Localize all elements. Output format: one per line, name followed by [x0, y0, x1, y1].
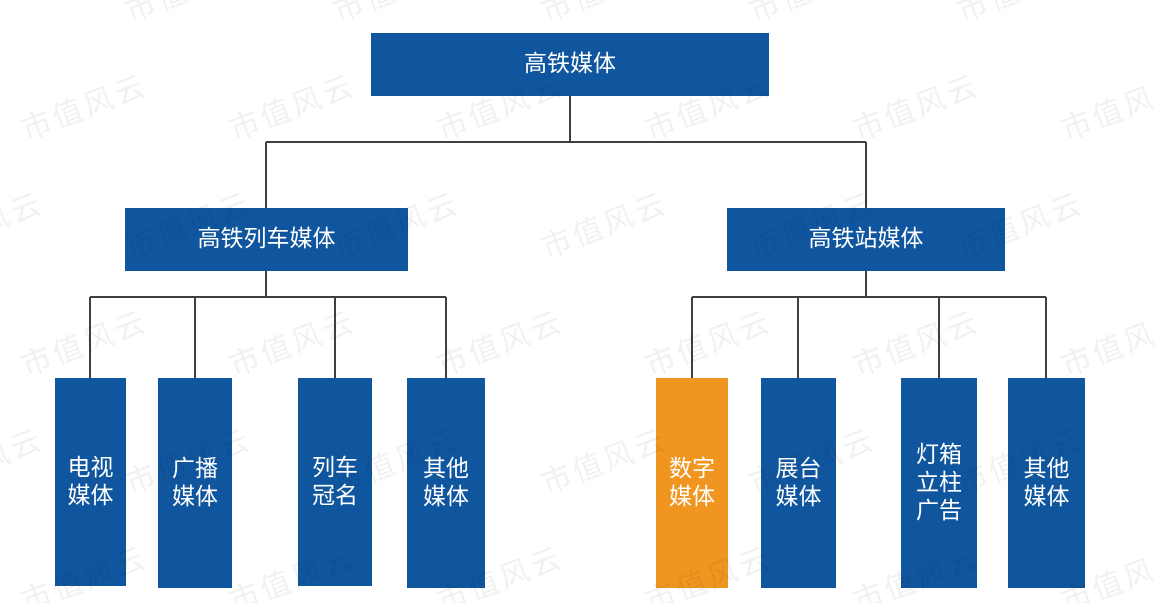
node-branch-station-media-label: 高铁站媒体 — [808, 226, 924, 253]
node-leaf-digital-media[interactable]: 数字 媒体 — [656, 378, 728, 588]
node-leaf-train-naming-label: 列车 冠名 — [312, 454, 358, 509]
node-leaf-other-media-train-label: 其他 媒体 — [423, 455, 469, 510]
node-branch-station-media[interactable]: 高铁站媒体 — [727, 208, 1005, 271]
node-root[interactable]: 高铁媒体 — [371, 33, 769, 96]
node-leaf-other-media-station-label: 其他 媒体 — [1023, 455, 1070, 510]
node-leaf-booth-media-label: 展台 媒体 — [775, 455, 822, 510]
node-root-label: 高铁媒体 — [524, 51, 616, 78]
node-leaf-lightbox-pillar-ad[interactable]: 灯 立 广 箱 柱 告 — [901, 378, 977, 588]
node-leaf-tv-media[interactable]: 电视 媒体 — [55, 378, 126, 586]
node-leaf-lightbox-pillar-ad-column-2: 箱 柱 告 — [939, 441, 962, 525]
node-leaf-radio-media-label: 广播 媒体 — [172, 455, 218, 510]
node-leaf-other-media-train[interactable]: 其他 媒体 — [407, 378, 485, 588]
node-leaf-tv-media-label: 电视 媒体 — [67, 454, 114, 509]
node-branch-train-media[interactable]: 高铁列车媒体 — [125, 208, 408, 271]
node-leaf-booth-media[interactable]: 展台 媒体 — [761, 378, 836, 588]
node-leaf-other-media-station[interactable]: 其他 媒体 — [1008, 378, 1085, 588]
node-leaf-lightbox-pillar-ad-column-1: 灯 立 广 — [916, 441, 939, 525]
node-leaf-digital-media-label: 数字 媒体 — [669, 455, 715, 510]
node-leaf-train-naming[interactable]: 列车 冠名 — [298, 378, 372, 586]
node-leaf-radio-media[interactable]: 广播 媒体 — [158, 378, 232, 588]
node-branch-train-media-label: 高铁列车媒体 — [197, 226, 336, 253]
